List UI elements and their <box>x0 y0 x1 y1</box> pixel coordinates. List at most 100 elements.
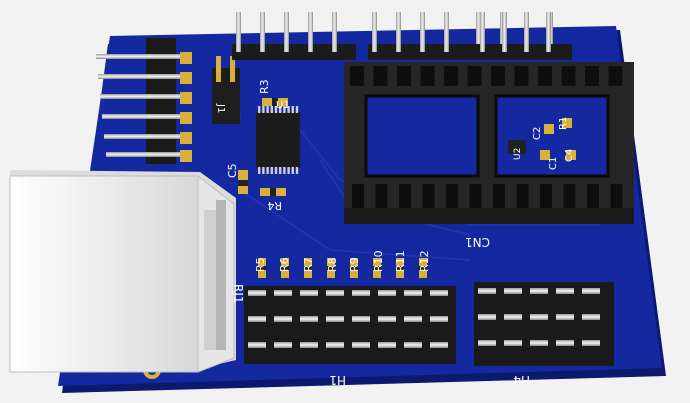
header-pin <box>260 12 265 52</box>
h1-pin <box>326 290 344 296</box>
h4-pin <box>530 340 548 346</box>
label-u1: U1 <box>276 100 290 111</box>
header-pin <box>396 12 401 52</box>
label-r9: R9 <box>348 257 361 272</box>
left-header-pin <box>100 94 180 99</box>
socket-contact <box>561 66 576 86</box>
h4-pin <box>478 288 496 294</box>
ic-pin <box>283 167 286 174</box>
resistor-pad <box>350 270 358 278</box>
ic-pin <box>295 167 299 174</box>
resistor-pad <box>373 258 381 266</box>
header-pin <box>372 12 377 52</box>
h4-pin <box>478 314 496 320</box>
ic-pin <box>262 106 265 113</box>
h1-pin <box>378 316 396 322</box>
h4-pin <box>556 340 574 346</box>
socket-contact <box>422 184 435 208</box>
ic-pin <box>279 167 282 174</box>
jumper-j1 <box>212 56 240 124</box>
h1-pin <box>248 316 266 322</box>
label-r11: R11 <box>394 250 407 272</box>
socket-contact <box>352 184 364 208</box>
label-r8: R8 <box>326 257 339 272</box>
resistor-body <box>350 266 358 270</box>
socket-contact <box>444 66 458 86</box>
header-pin <box>444 12 449 52</box>
h4-pin <box>556 288 574 294</box>
socket-contact <box>467 66 482 86</box>
resistor-pad <box>304 258 312 266</box>
ic-pin <box>287 106 290 113</box>
label-j1: J1 <box>215 103 226 113</box>
label-r7: R7 <box>302 257 315 272</box>
resistor-body <box>373 266 381 270</box>
socket-contact <box>469 184 482 208</box>
h1-pin <box>274 316 292 322</box>
socket-contact <box>375 184 388 208</box>
h1-pin <box>352 342 370 348</box>
h1-pin <box>404 342 422 348</box>
h4-pin <box>556 314 574 320</box>
header-pin <box>502 12 507 52</box>
h1-pin <box>326 316 344 322</box>
h1-pin <box>430 290 448 296</box>
ic-pin <box>262 167 265 174</box>
ic-pin <box>295 106 299 113</box>
socket-cn1 <box>344 62 634 224</box>
resistor-body <box>327 266 335 270</box>
ic-pin <box>266 167 269 174</box>
resistor-body <box>304 266 312 270</box>
resistor-body <box>281 266 289 270</box>
label-c5: C5 <box>226 163 239 178</box>
ic-pin <box>270 167 273 174</box>
label-c2: C2 <box>532 127 543 140</box>
left-header-gold-pads <box>180 52 192 162</box>
label-u2: U2 <box>513 148 523 160</box>
ic-pin <box>266 106 269 113</box>
resistor-pad <box>281 270 289 278</box>
socket-contact <box>585 66 599 86</box>
header-pin <box>480 12 485 52</box>
rj45-jack-rj1 <box>9 170 236 373</box>
ic-pin <box>279 106 282 113</box>
label-h1: H1 <box>329 373 346 387</box>
label-r3: R3 <box>258 79 271 94</box>
top-pin-headers <box>232 12 572 60</box>
h1-pin <box>274 290 292 296</box>
socket-contact <box>399 184 411 208</box>
left-header-pin <box>104 134 180 139</box>
resistor-pad <box>419 258 427 266</box>
resistor-pad <box>396 258 404 266</box>
h4-pin <box>530 314 548 320</box>
ic-pin <box>291 106 294 113</box>
socket-contact <box>373 66 388 86</box>
socket-contact <box>491 66 505 86</box>
resistor-row <box>258 258 427 278</box>
resistor-r3 <box>262 98 288 106</box>
ic-pin <box>258 167 261 174</box>
left-header-pin <box>106 152 180 157</box>
left-right-angle-header <box>96 38 180 164</box>
ic-pin <box>258 106 261 113</box>
socket-contact <box>514 66 529 86</box>
h1-pin <box>300 316 318 322</box>
resistor-body <box>258 266 266 270</box>
resistor-pad <box>281 258 289 266</box>
h4-pin <box>504 340 522 346</box>
h1-pin <box>430 342 448 348</box>
ic-pin <box>274 167 278 174</box>
label-r12: R12 <box>418 250 431 272</box>
socket-contact <box>397 66 411 86</box>
socket-contact <box>563 184 576 208</box>
resistor-pad <box>419 270 427 278</box>
h1-pin <box>352 316 370 322</box>
label-r5: R5 <box>254 257 267 272</box>
header-pin <box>308 12 313 52</box>
socket-contact <box>350 66 364 86</box>
h1-pin <box>404 316 422 322</box>
resistor-pad <box>350 258 358 266</box>
h1-pin <box>404 290 422 296</box>
ic-pin <box>270 106 273 113</box>
